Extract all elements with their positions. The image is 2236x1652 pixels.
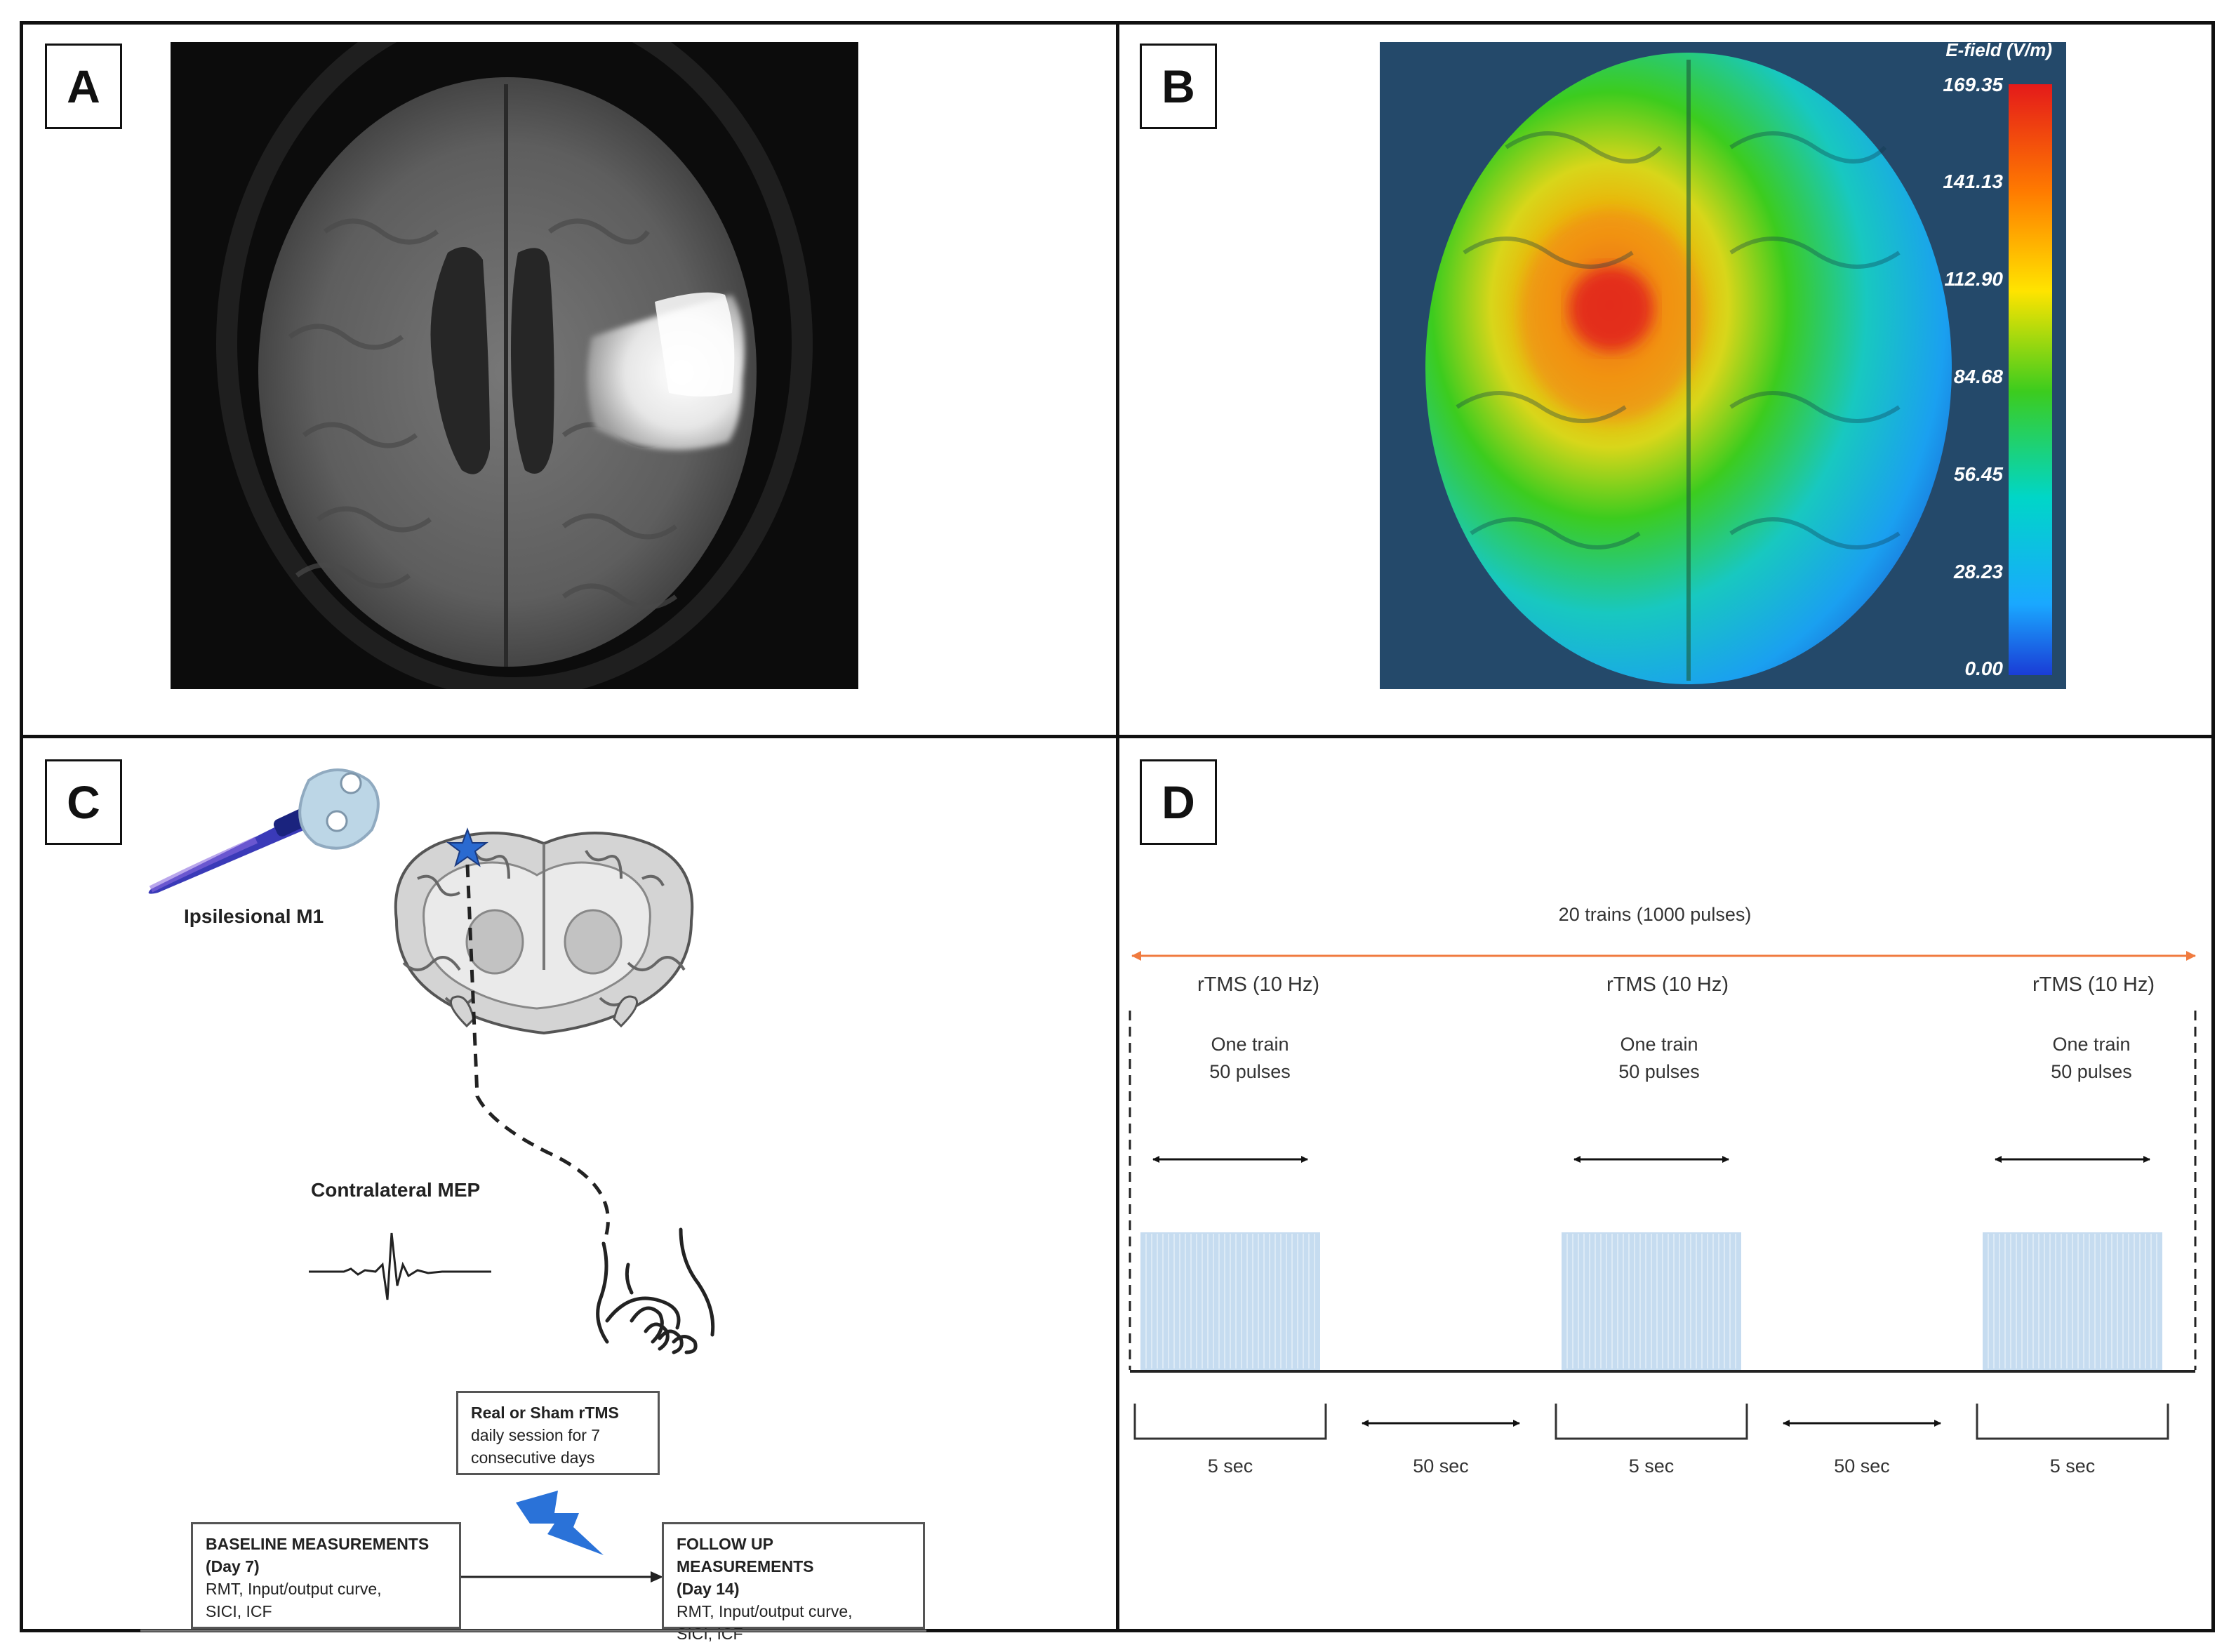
panel-c-bottom-rule [140,1630,926,1632]
total-trains-label: 20 trains (1000 pulses) [1559,904,1752,925]
rtms-box-line: daily session for 7 [471,1426,601,1444]
rtms-session-box: Real or Sham rTMS daily session for 7 co… [456,1391,660,1475]
train-line-1: One train [1620,1034,1698,1055]
panel-a-letter: A [45,44,122,129]
nerve-pathway-line [465,864,610,1244]
baseline-box-line: RMT, Input/output curve, [206,1580,382,1598]
train-title: rTMS (10 Hz) [1606,973,1729,996]
mep-waveform-icon [309,1232,491,1300]
vertical-divider [1116,21,1119,1632]
panel-b: B [1119,0,2215,735]
colorbar-tick-label: 28.23 [1953,561,2003,582]
duration-bracket [1133,1404,1327,1440]
panel-b-letter: B [1140,44,1217,129]
colorbar [2009,84,2052,675]
colorbar-title: E-field (V/m) [1945,42,2052,60]
colorbar-tick-label: 169.35 [1943,74,2003,95]
followup-box-line: SICI, ICF [677,1625,743,1643]
panel-d: D 20 trains (1000 pulses) rTMS (10 Hz) On… [1119,738,2215,1632]
efield-brain-model: E-field (V/m) 169.35 141.13 112.90 84.68… [1380,42,2066,689]
train-line-2: 50 pulses [2051,1061,2132,1082]
colorbar-tick-label: 56.45 [1954,463,2003,485]
duration-label: 5 sec [2050,1456,2096,1477]
colorbar-tick-label: 0.00 [1965,658,2004,679]
baseline-box-title: BASELINE MEASUREMENTS [206,1535,430,1553]
panel-c-letter: C [45,759,122,845]
train-line-1: One train [2052,1034,2130,1055]
duration-bracket [1555,1404,1748,1440]
lightning-bolt-icon [516,1491,604,1555]
panel-c: C Ipsilesional M1 Contralat [0,738,1116,1643]
baseline-box-line: SICI, ICF [206,1602,272,1620]
panel-d-letter: D [1140,759,1217,845]
hand-icon [596,1227,715,1354]
flow-arrow [461,1571,663,1583]
train-line-1: One train [1211,1034,1289,1055]
duration-label: 5 sec [1208,1456,1253,1477]
duration-label: 5 sec [1629,1456,1675,1477]
followup-measurements-box: FOLLOW UP MEASUREMENTS (Day 14) RMT, Inp… [662,1522,925,1643]
duration-bracket [1976,1404,2169,1440]
tms-coil-icon [148,768,380,894]
followup-box-line: (Day 14) [677,1580,740,1598]
train-title: rTMS (10 Hz) [1197,973,1319,996]
colorbar-tick-label: 84.68 [1954,366,2003,387]
train-title: rTMS (10 Hz) [2032,973,2155,996]
train-line-2: 50 pulses [1618,1061,1700,1082]
horizontal-divider [20,735,2215,738]
rtms-box-line: consecutive days [471,1448,595,1467]
gap-label: 50 sec [1834,1456,1890,1477]
gap-label: 50 sec [1413,1456,1469,1477]
rtms-box-title: Real or Sham rTMS [471,1404,619,1422]
star-icon [446,827,488,867]
baseline-box-line: (Day 7) [206,1557,260,1576]
baseline-measurements-box: BASELINE MEASUREMENTS (Day 7) RMT, Input… [191,1522,461,1629]
colorbar-ticks: 169.35 141.13 112.90 84.68 56.45 28.23 0… [1943,74,2003,679]
panel-a: A [0,0,1116,735]
mri-scan-image [171,42,858,689]
followup-box-line: RMT, Input/output curve, [677,1602,853,1620]
followup-box-title: FOLLOW UP MEASUREMENTS [677,1535,814,1576]
label-ipsilesional-m1: Ipsilesional M1 [184,905,324,927]
colorbar-tick-label: 112.90 [1944,268,2003,290]
train-line-2: 50 pulses [1209,1061,1291,1082]
colorbar-tick-label: 141.13 [1943,171,2003,192]
label-contralateral-mep: Contralateral MEP [311,1179,481,1201]
rtms-timeline: 20 trains (1000 pulses) rTMS (10 Hz) One … [1129,904,2197,1477]
